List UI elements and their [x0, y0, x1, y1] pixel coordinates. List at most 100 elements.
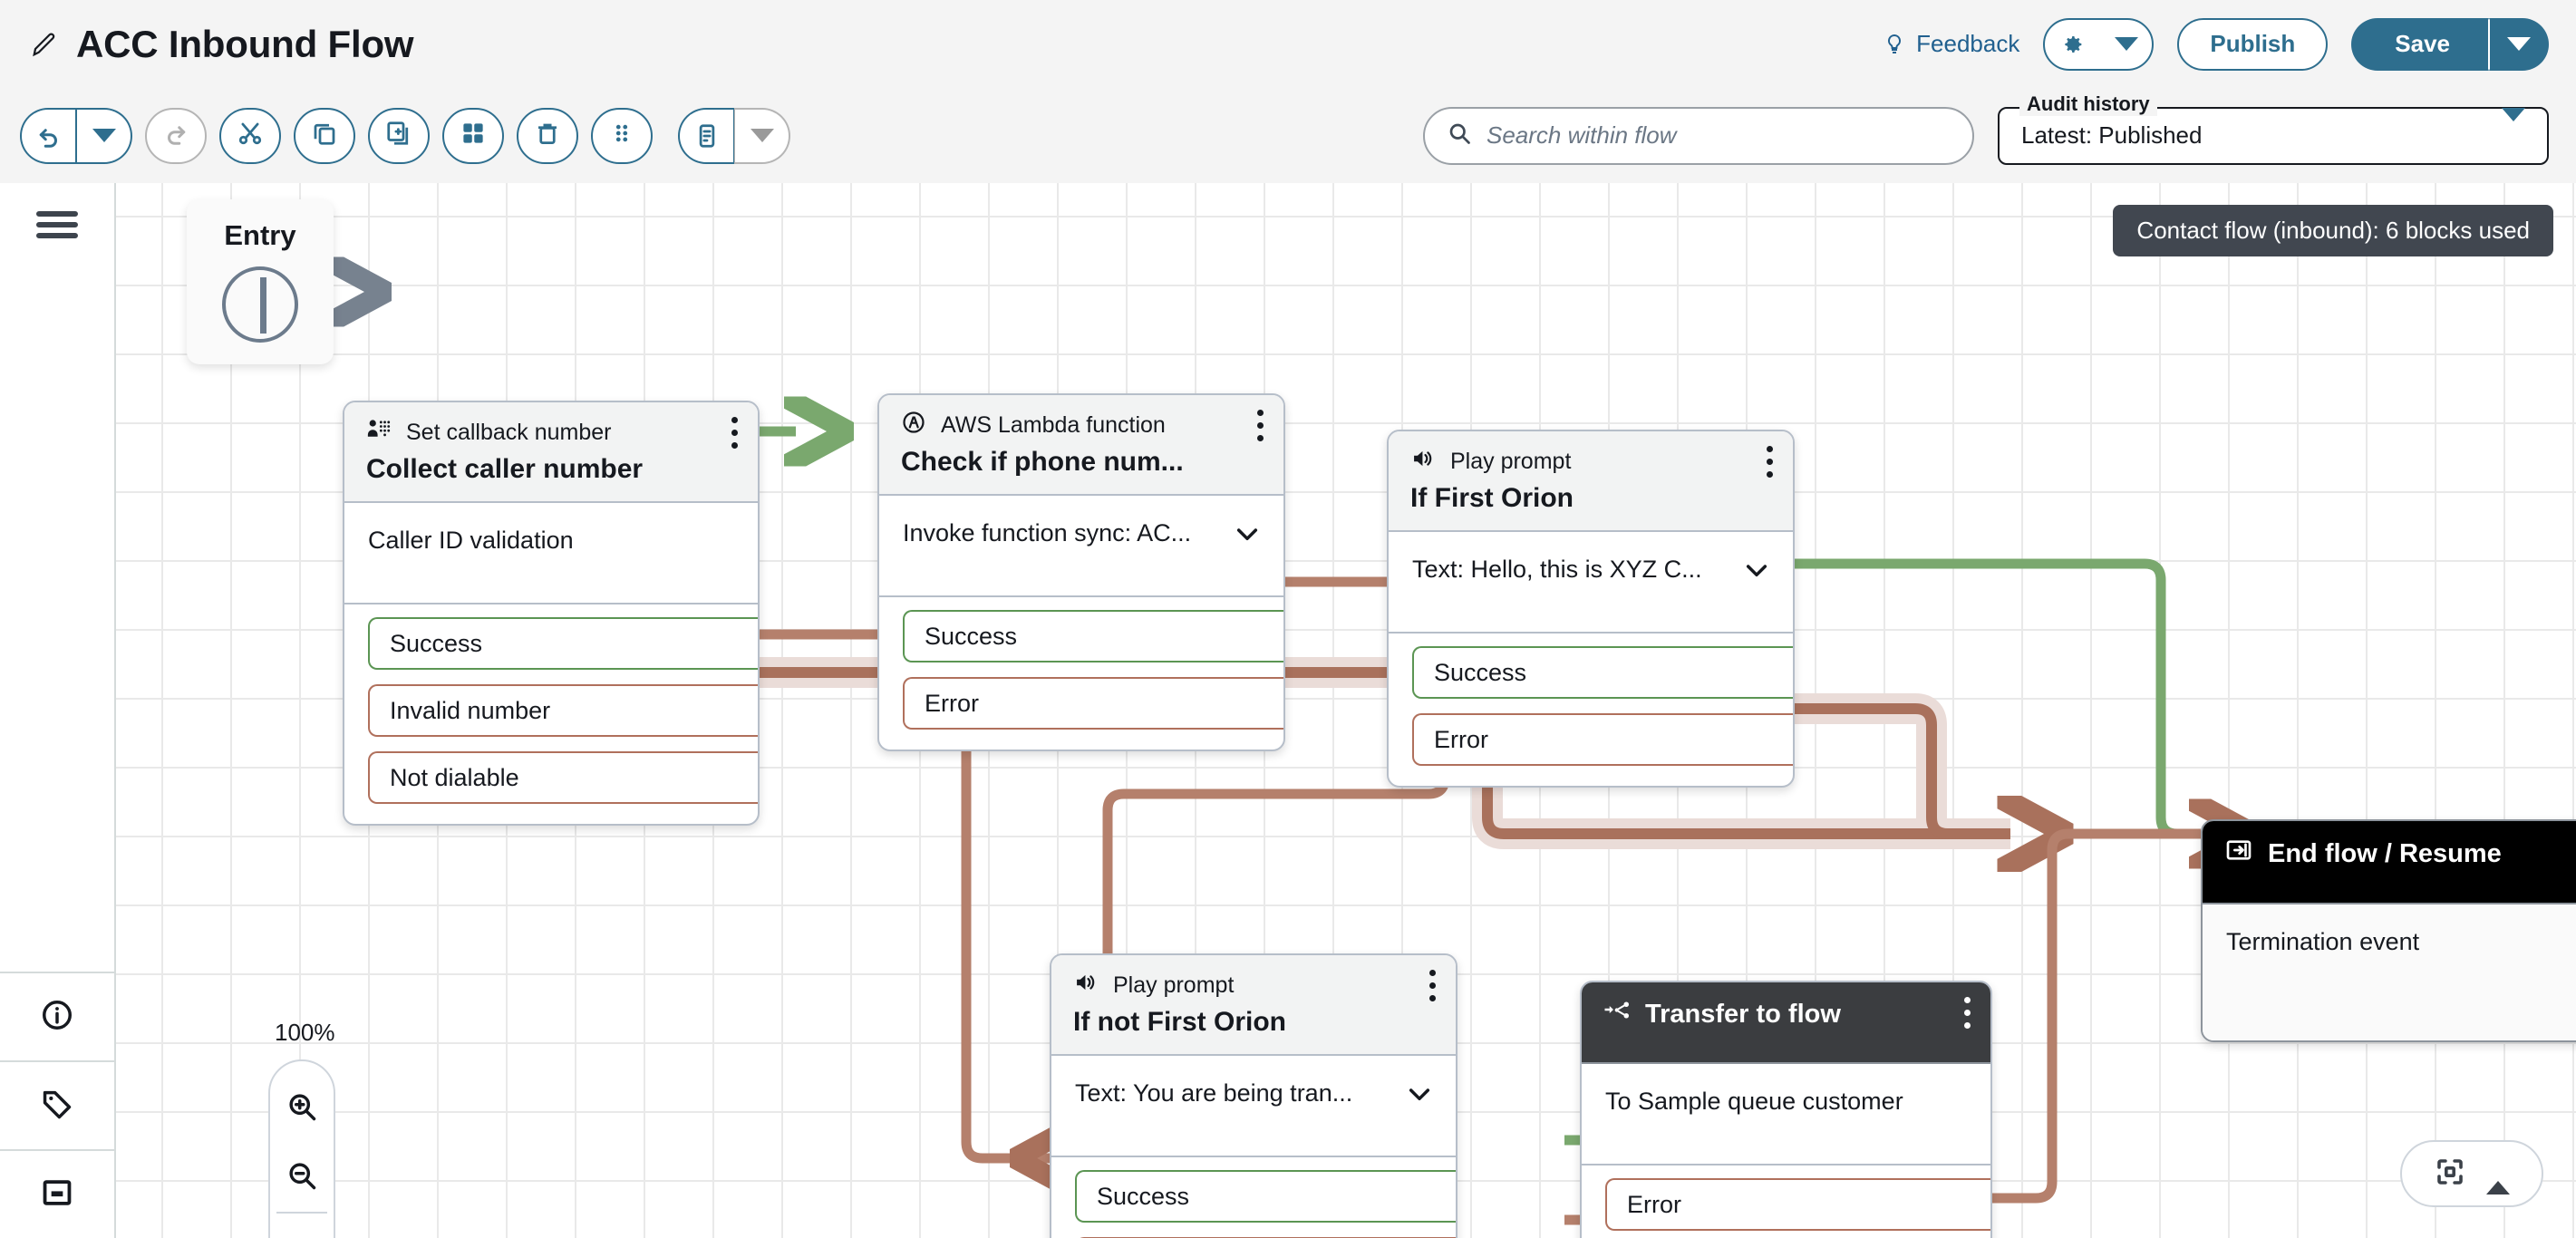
audit-history-select[interactable]: Latest: Published — [1998, 106, 2549, 165]
cut-button[interactable] — [219, 107, 281, 164]
block-body-label: To Sample queue customer — [1605, 1088, 1903, 1115]
block-body[interactable]: To Sample queue customer — [1582, 1064, 1990, 1165]
block-body[interactable]: Text: Hello, this is XYZ C... — [1389, 532, 1793, 634]
arrow-up-icon[interactable] — [268, 1217, 335, 1238]
port-label: Error — [925, 689, 979, 717]
block-name: Check if phone num... — [901, 447, 1184, 477]
group-blocks-button[interactable] — [442, 107, 504, 164]
copy-button[interactable] — [294, 107, 355, 164]
search-input[interactable] — [1487, 121, 1951, 150]
port-error[interactable]: Error — [1412, 713, 1793, 766]
block-header[interactable]: End flow / Resume — [2203, 821, 2576, 904]
contact-keypad-icon — [366, 417, 392, 449]
settings-caret-icon[interactable] — [2101, 20, 2152, 69]
feedback-button[interactable]: Feedback — [1884, 30, 2019, 58]
transfer-flow-icon — [1603, 997, 1631, 1031]
block-type-row: Play prompt — [1410, 446, 1773, 478]
duplicate-button[interactable] — [368, 107, 430, 164]
port-error[interactable]: Error — [903, 677, 1283, 730]
port-success[interactable]: Success — [368, 617, 758, 670]
port-error[interactable]: Error — [1605, 1178, 1990, 1231]
chevron-down-icon[interactable] — [1405, 1079, 1434, 1116]
block-body-label: Caller ID validation — [368, 527, 574, 554]
undo-history-caret-icon[interactable] — [76, 107, 132, 164]
zoom-in-icon[interactable] — [268, 1072, 335, 1141]
port-success[interactable]: Success — [1075, 1170, 1456, 1223]
block-menu-icon[interactable] — [1429, 970, 1436, 1001]
left-rail — [0, 183, 116, 1238]
block-menu-icon[interactable] — [731, 417, 738, 449]
block-body[interactable]: Caller ID validation — [344, 503, 758, 604]
block-body-label: Invoke function sync: AC... — [903, 519, 1192, 546]
entry-node[interactable]: Entry — [187, 199, 334, 364]
chevron-down-icon — [2502, 108, 2525, 150]
block-transfer-to-flow[interactable]: Transfer to flow To Sample queue custome… — [1580, 981, 1992, 1238]
fit-to-screen-icon[interactable] — [2434, 1156, 2466, 1193]
block-header[interactable]: Set callback number Collect caller numbe… — [344, 402, 758, 503]
block-menu-icon[interactable] — [1257, 410, 1264, 441]
block-body-label: Text: Hello, this is XYZ C... — [1412, 556, 1702, 583]
flow-tags-button[interactable] — [0, 1060, 115, 1149]
hamburger-menu-icon[interactable] — [34, 207, 81, 243]
flow-panel-button[interactable] — [0, 1149, 115, 1238]
chevron-down-icon[interactable] — [1233, 519, 1262, 556]
search-box[interactable] — [1423, 106, 1974, 165]
port-not-dialable[interactable]: Not dialable — [368, 751, 758, 804]
undo-split-button — [20, 107, 132, 164]
save-button[interactable]: Save — [2351, 17, 2489, 71]
delete-button[interactable] — [517, 107, 578, 164]
app-header: ACC Inbound Flow Feedback Publish — [0, 0, 2576, 88]
notes-caret-icon[interactable] — [734, 107, 790, 164]
port-success[interactable]: Success — [1412, 646, 1793, 699]
grid-blocks-icon — [460, 120, 487, 151]
caret-up-icon[interactable] — [2486, 1165, 2510, 1194]
block-body[interactable]: Text: You are being tran... — [1051, 1056, 1456, 1157]
redo-button[interactable] — [145, 107, 207, 164]
flow-canvas[interactable]: Entry Contact flow (inbound): 6 blocks u… — [116, 183, 2576, 1238]
block-header[interactable]: Play prompt If not First Orion — [1051, 955, 1456, 1056]
info-circle-icon — [40, 998, 74, 1037]
block-end-flow-resume[interactable]: End flow / Resume Termination event — [2201, 819, 2576, 1042]
block-body[interactable]: Invoke function sync: AC... — [879, 496, 1283, 597]
notes-panel-icon[interactable] — [678, 107, 734, 164]
settings-split-button[interactable] — [2043, 17, 2155, 71]
speaker-icon — [1410, 446, 1436, 478]
zoom-out-icon[interactable] — [268, 1141, 335, 1210]
zoom-level-label: 100% — [275, 1019, 335, 1046]
block-check-if-phone-number[interactable]: AWS Lambda function Check if phone num..… — [877, 393, 1285, 751]
block-type-row: Play prompt — [1073, 970, 1436, 1001]
block-collect-caller-number[interactable]: Set callback number Collect caller numbe… — [343, 401, 760, 826]
port-label: Success — [925, 622, 1018, 650]
block-body[interactable]: Termination event — [2203, 904, 2576, 1040]
publish-button[interactable]: Publish — [2177, 17, 2329, 71]
block-header[interactable]: AWS Lambda function Check if phone num..… — [879, 395, 1283, 496]
block-menu-icon[interactable] — [1964, 997, 1971, 1029]
port-label: Error — [1434, 725, 1488, 753]
block-type-label: End flow / Resume — [2268, 838, 2502, 868]
chevron-down-icon[interactable] — [1742, 556, 1771, 592]
zoom-divider — [276, 1212, 327, 1214]
copy-icon — [311, 120, 338, 151]
undo-icon[interactable] — [20, 107, 76, 164]
pencil-icon[interactable] — [31, 31, 58, 58]
block-name: Collect caller number — [366, 454, 644, 484]
block-header[interactable]: Transfer to flow — [1582, 982, 1990, 1064]
block-ports: Success Error — [879, 597, 1283, 750]
block-if-not-first-orion[interactable]: Play prompt If not First Orion Text: You… — [1050, 953, 1457, 1238]
block-header[interactable]: Play prompt If First Orion — [1389, 431, 1793, 532]
block-if-first-orion[interactable]: Play prompt If First Orion Text: Hello, … — [1387, 430, 1795, 788]
port-success[interactable]: Success — [903, 610, 1283, 663]
block-type-row: AWS Lambda function — [901, 410, 1264, 441]
zoom-controls — [268, 1059, 335, 1238]
drag-handle-button[interactable] — [591, 107, 653, 164]
save-caret-icon[interactable] — [2489, 17, 2549, 71]
gear-icon[interactable] — [2045, 20, 2101, 69]
block-menu-icon[interactable] — [1767, 446, 1773, 478]
block-type-label: Play prompt — [1450, 449, 1572, 474]
flow-info-button[interactable] — [0, 972, 115, 1060]
redo-icon — [162, 120, 189, 151]
block-type-row: Transfer to flow — [1603, 997, 1971, 1031]
save-split-button: Save — [2351, 17, 2549, 71]
block-type-label: AWS Lambda function — [941, 412, 1166, 438]
port-invalid-number[interactable]: Invalid number — [368, 684, 758, 737]
